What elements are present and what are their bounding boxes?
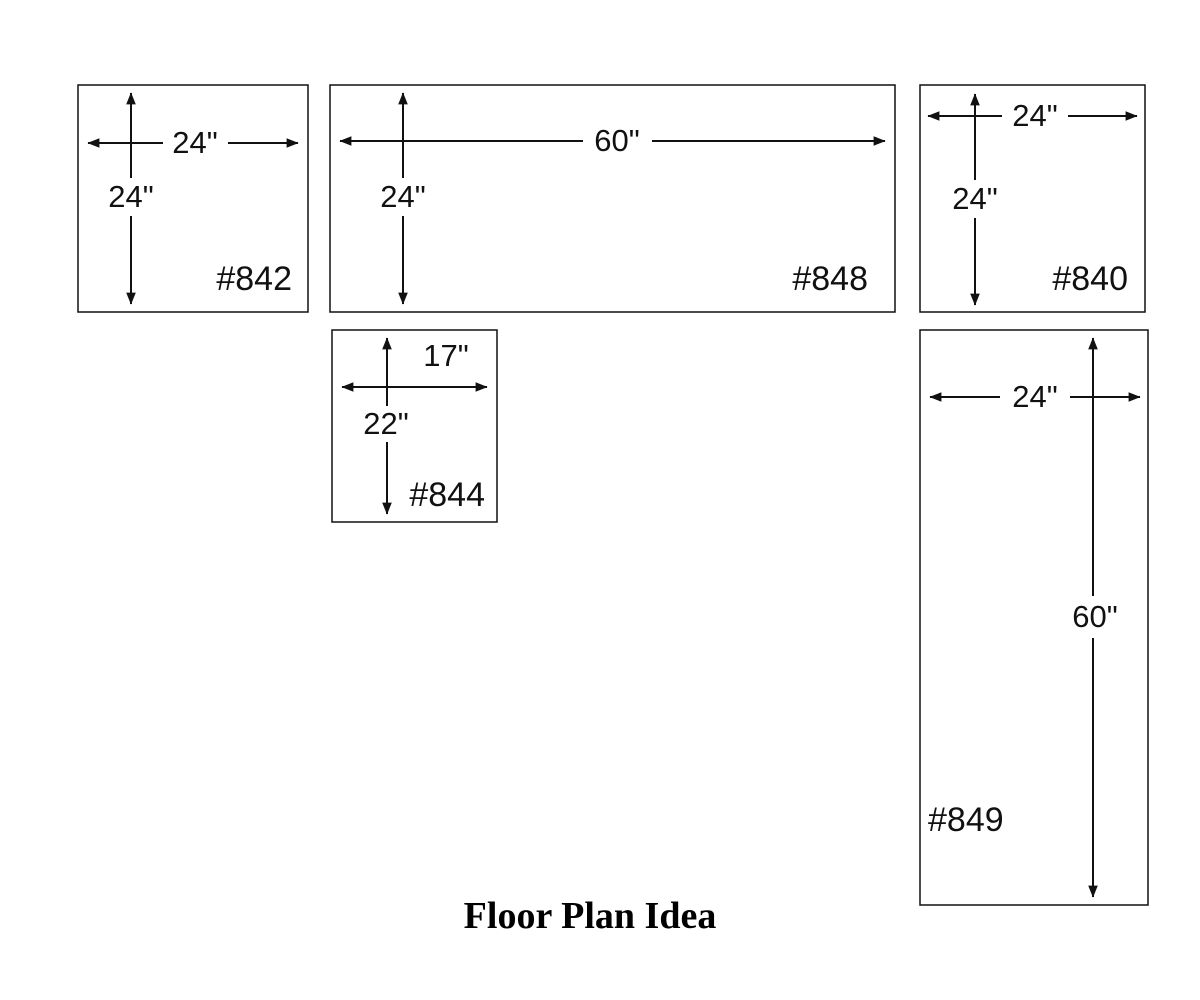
room-842-outline [77,84,309,313]
room-842: 24" 24" #842 [77,84,309,313]
room-840-id-label: #840 [1052,260,1128,298]
room-849-height-label: 60" [1072,599,1118,634]
room-844-id-label: #844 [409,476,485,514]
room-842-id-label: #842 [216,260,292,298]
room-848-width-label: 60" [594,123,640,158]
room-840-height-label: 24" [952,181,998,216]
room-844-width-label: 17" [423,338,469,373]
room-849-outline [919,329,1149,906]
room-848: 60" 24" #848 [329,84,896,313]
room-849-width-label: 24" [1012,379,1058,414]
room-844-outline [331,329,498,523]
room-848-id-label: #848 [792,260,868,298]
room-842-width-label: 24" [172,125,218,160]
room-840: 24" 24" #840 [919,84,1146,313]
room-848-height-label: 24" [380,179,426,214]
room-844-height-label: 22" [363,406,409,441]
room-849-id-label: #849 [928,801,1004,839]
room-848-outline [329,84,896,313]
room-840-outline [919,84,1146,313]
room-840-width-label: 24" [1012,98,1058,133]
room-844: 17" 22" #844 [331,329,498,523]
room-842-height-label: 24" [108,179,154,214]
diagram-title: Floor Plan Idea [464,895,717,937]
room-849: 24" 60" #849 [919,329,1149,906]
